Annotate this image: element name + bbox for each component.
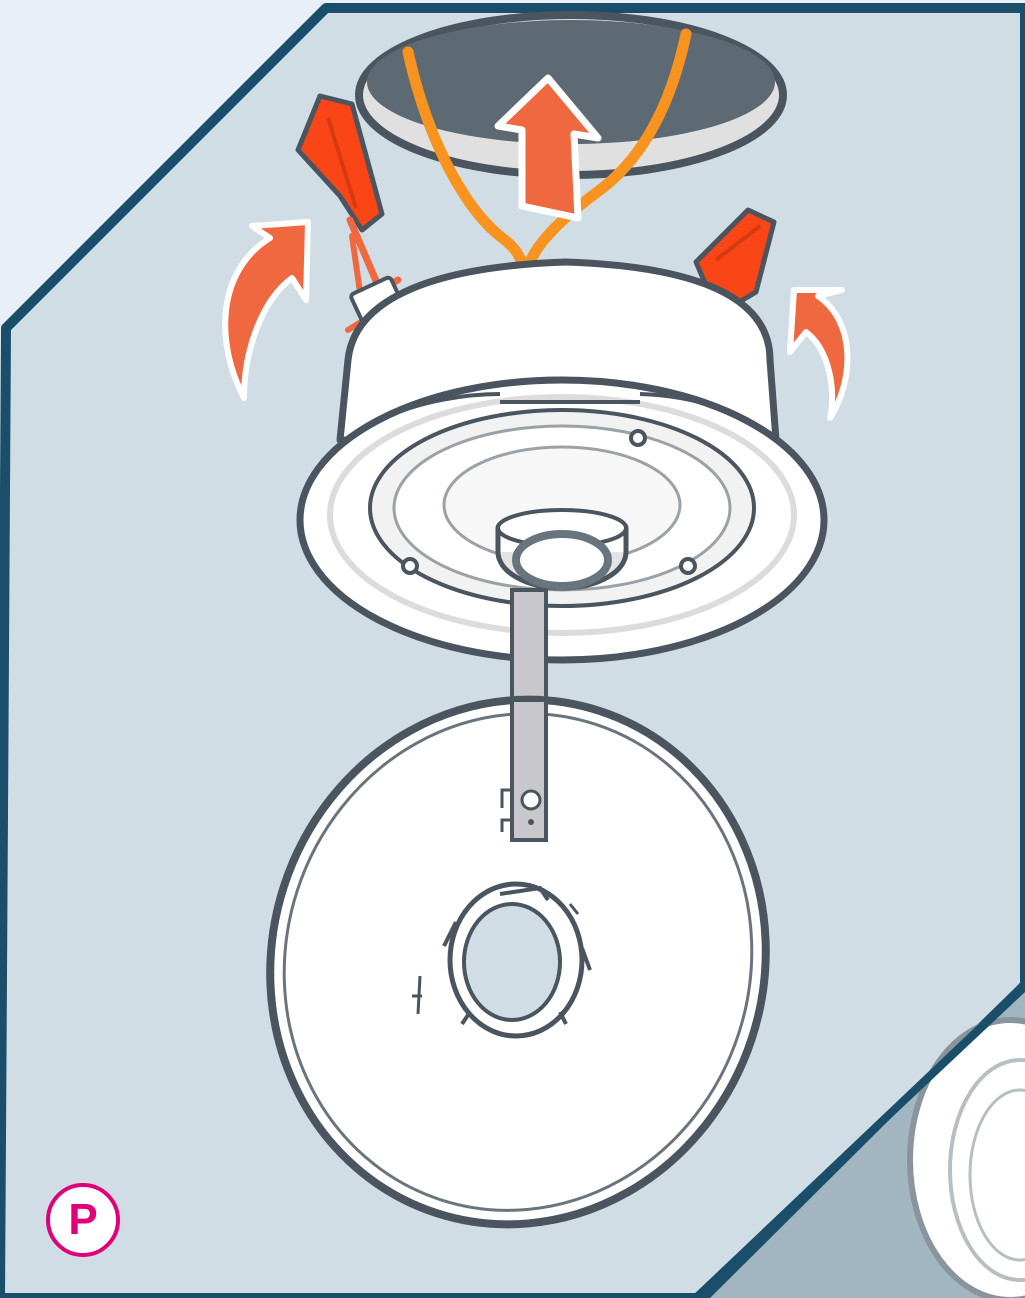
recessed-light-housing xyxy=(300,262,824,660)
step-badge: P xyxy=(46,1183,120,1257)
